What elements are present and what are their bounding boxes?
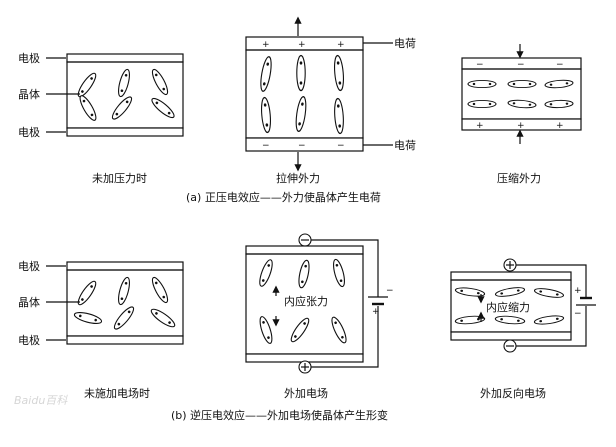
label-electrode-bottom: 电极 (18, 125, 40, 139)
circuit-wire-bottom (311, 306, 379, 368)
dipole-group (72, 275, 178, 332)
bottom-electrode (450, 331, 572, 341)
label-crystal: 晶体 (18, 295, 40, 309)
inner-label-b2: 内应张力 (284, 294, 328, 308)
top-electrode (245, 245, 364, 255)
bottom-electrode (66, 127, 184, 137)
charge-sign: + (337, 40, 345, 50)
label-charge-top: 电荷 (394, 37, 416, 50)
charge-sign: − (517, 60, 525, 70)
inner-label-b3: 内应缩力 (486, 300, 530, 314)
watermark: Baidu百科 (14, 394, 68, 407)
top-electrode (450, 271, 572, 281)
battery-sign: + (372, 307, 380, 317)
charge-sign: + (517, 121, 525, 131)
charge-sign: − (262, 141, 270, 151)
title-b: (b) 逆压电效应——外加电场使晶体产生形变 (171, 408, 388, 422)
panel-b3: 内应缩力 + − 外加反向电场 (450, 258, 596, 400)
circuit-wire-top (311, 239, 379, 297)
top-electrode (66, 261, 184, 271)
caption-a1: 未加压力时 (92, 172, 147, 185)
panel-b2: 内应张力 − + 外加电场 (245, 233, 394, 400)
dipole-group (258, 54, 346, 135)
circuit-wire-bottom (516, 306, 587, 347)
caption-b3: 外加反向电场 (480, 386, 546, 400)
circuit-wire-top (516, 264, 587, 298)
battery-sign: − (574, 309, 582, 319)
panel-a1: 电极 晶体 电极 未加压力时 (18, 51, 184, 185)
dipole-group (74, 67, 177, 123)
charge-sign: − (476, 60, 484, 70)
battery-sign: + (574, 286, 582, 296)
charge-sign: − (298, 141, 306, 151)
caption-a3: 压缩外力 (497, 172, 541, 185)
charge-sign: + (476, 121, 484, 131)
dipole-group (467, 78, 574, 110)
label-electrode-bottom: 电极 (18, 333, 40, 347)
panel-a3: − − − + + + 压缩外力 (461, 44, 582, 185)
panel-a2: + + + − − − 电荷 电荷 拉伸外力 (245, 16, 416, 185)
label-electrode-top: 电极 (18, 51, 40, 65)
charge-sign: − (337, 141, 345, 151)
battery-sign: − (386, 286, 394, 296)
caption-a2: 拉伸外力 (276, 171, 320, 185)
bottom-electrode (66, 335, 184, 345)
panel-b1: 电极 晶体 电极 未施加电场时 (18, 259, 184, 400)
label-charge-bottom: 电荷 (394, 139, 416, 152)
label-crystal: 晶体 (18, 87, 40, 101)
crystal-block (461, 68, 582, 120)
charge-sign: + (556, 121, 564, 131)
charge-sign: + (298, 40, 306, 50)
caption-b2: 外加电场 (284, 386, 328, 400)
caption-b1: 未施加电场时 (84, 386, 150, 400)
charge-sign: − (556, 60, 564, 70)
title-a: (a) 正压电效应——外力使晶体产生电荷 (186, 190, 381, 204)
label-electrode-top: 电极 (18, 259, 40, 273)
top-electrode (66, 53, 184, 63)
charge-sign: + (262, 40, 270, 50)
